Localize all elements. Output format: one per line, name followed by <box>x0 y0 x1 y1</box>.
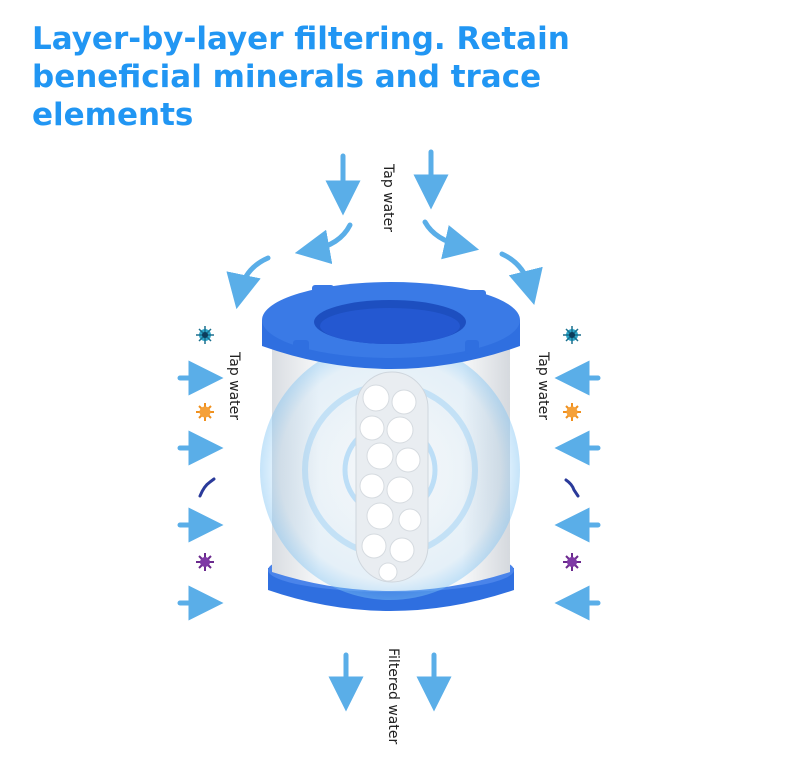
label-bottom-filtered-water: Filtered water <box>385 648 401 745</box>
contaminants-right <box>563 326 581 571</box>
virus-icon <box>563 553 581 571</box>
label-left-tap-water: Tap water <box>226 352 242 421</box>
virus-icon <box>196 553 214 571</box>
hair-icon <box>564 478 580 498</box>
label-right-tap-water: Tap water <box>535 352 551 421</box>
inflow-arrows-right <box>554 360 601 621</box>
germ-icon <box>196 403 214 421</box>
inflow-arrows-top <box>226 149 543 310</box>
contaminants-left <box>196 326 216 571</box>
germ-icon <box>563 403 581 421</box>
inflow-arrows-left <box>177 360 224 621</box>
filter-cartridge <box>260 282 520 611</box>
hair-icon <box>198 477 216 498</box>
label-top-tap-water: Tap water <box>380 164 396 233</box>
headline: Layer-by-layer filtering. Retain benefic… <box>32 21 570 133</box>
outflow-arrows-bottom <box>328 652 452 712</box>
bacteria-icon <box>563 326 581 344</box>
bacteria-icon <box>196 326 214 344</box>
